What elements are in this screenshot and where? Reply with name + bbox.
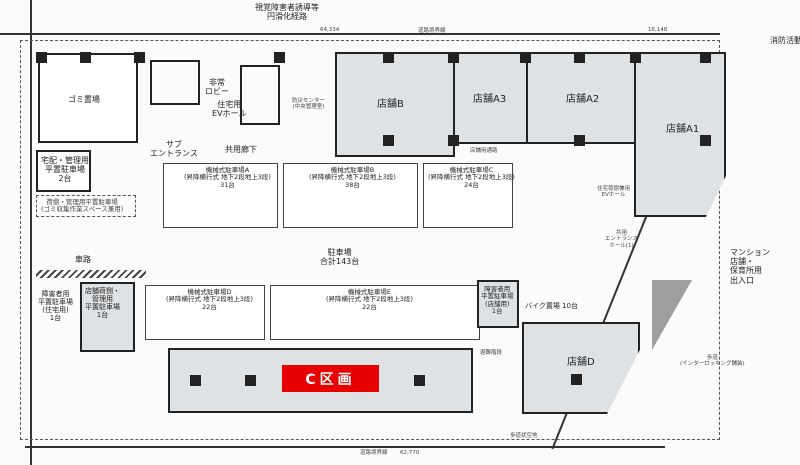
column <box>571 374 582 385</box>
mech-parking-e[interactable]: 機械式駐車場E(昇降横行式 地下2段地上3段)22台 <box>270 285 480 340</box>
mech-parking-a[interactable]: 機械式駐車場A(昇降横行式 地下2段地上3段)31台 <box>163 163 278 228</box>
entrance-label: マンション 店舗・ 保育所用 出入口 <box>730 248 770 285</box>
shop-a1-label: 店舗A1 <box>666 124 700 135</box>
disaster-center: 防災センター (中央管理室) <box>292 98 326 111</box>
mech-e-type: (昇降横行式 地下2段地上3段) <box>326 295 413 304</box>
column <box>700 52 711 63</box>
mech-c-count: 24台 <box>464 180 479 189</box>
mech-a-name: 機械式駐車場A <box>205 166 250 174</box>
column <box>80 52 91 63</box>
column <box>383 135 394 146</box>
column <box>700 135 711 146</box>
mech-parking-b[interactable]: 機械式駐車場B(昇降横行式 地下2段地上3段)38台 <box>283 163 418 228</box>
shop-loading-parking[interactable]: 店舗荷捌・ 管理用 平置駐車場 1台 <box>80 282 135 352</box>
road-boundary-bottom <box>25 446 665 448</box>
column <box>245 375 256 386</box>
column <box>630 52 641 63</box>
sidewalk-label: 歩道 (インターロッキング舗装) <box>680 355 745 368</box>
bike-parking[interactable]: バイク置場 10台 <box>525 302 578 310</box>
sidewalk-space: 歩道状空地 <box>510 433 538 439</box>
mech-e-name: 機械式駐車場E <box>347 288 392 296</box>
accessible-res-parking[interactable]: 障害者用 平置駐車場 (住宅用) 1台 <box>38 290 73 323</box>
shop-a3[interactable]: 店舗A3 <box>453 52 528 144</box>
loading-parking-label: 荷捌・管理用平置駐車場 (ゴミ収集作業スペース兼用) <box>41 198 124 214</box>
accessible-shop-parking[interactable]: 障害者用 平置駐車場 (店舗用) 1台 <box>477 280 519 328</box>
ev-hall: 住宅用 EVホール <box>212 100 247 119</box>
mech-d-type: (昇降横行式 地下2段地上3段) <box>166 295 253 304</box>
column <box>36 52 47 63</box>
sub-entrance: サブ エントランス <box>150 140 198 159</box>
shop-loading-label: 店舗荷捌・ 管理用 平置駐車場 1台 <box>85 287 120 320</box>
column <box>448 135 459 146</box>
driveway-hatch <box>36 270 146 278</box>
dim-top: 64,334 <box>320 27 340 33</box>
emergency-lobby: 非常 ロビー <box>205 78 229 97</box>
column <box>190 375 201 386</box>
mech-e-count: 22台 <box>362 302 377 311</box>
mech-b-type: (昇降横行式 地下2段地上3段) <box>309 173 396 182</box>
road-boundary-left <box>30 0 32 465</box>
garbage-label: ゴミ置場 <box>68 95 100 104</box>
mech-b-count: 38台 <box>345 180 360 189</box>
garbage-room[interactable]: ゴミ置場 <box>38 53 138 143</box>
mech-b-name: 機械式駐車場B <box>330 166 375 174</box>
mech-c-name: 機械式駐車場C <box>449 166 494 174</box>
bottom-boundary: 道路境界線 <box>360 450 388 456</box>
corridor: 共用廊下 <box>225 145 257 154</box>
mech-a-count: 31台 <box>220 180 235 189</box>
site-line <box>20 40 720 440</box>
mech-c-type: (昇降横行式 地下2段地上3段) <box>428 173 515 182</box>
emergency-ev <box>150 60 200 105</box>
ev-shafts <box>240 65 280 125</box>
shop-b[interactable]: 店舗B <box>335 52 455 157</box>
road-boundary-top <box>0 33 720 35</box>
dim-top-right: 16,148 <box>648 27 668 33</box>
column <box>520 52 531 63</box>
column <box>414 375 425 386</box>
column <box>574 135 585 146</box>
mech-parking-d[interactable]: 機械式駐車場D(昇降横行式 地下2段地上3段)22台 <box>145 285 265 340</box>
res-ev-hall: 住宅荷捌兼用 EVホール <box>597 186 631 199</box>
boundary-label: 道路境界線 <box>418 28 446 34</box>
delivery-parking-label: 宅配・管理用 平置駐車場 2台 <box>41 156 89 184</box>
parking-total: 駐車場 合計143台 <box>320 248 360 267</box>
shop-d-label: 店舗D <box>567 357 595 368</box>
shop-a1[interactable]: 店舗A1 <box>634 52 726 217</box>
stairs: 避難階段 <box>480 350 503 356</box>
column <box>448 52 459 63</box>
loading-parking[interactable]: 荷捌・管理用平置駐車場 (ゴミ収集作業スペース兼用) <box>36 195 136 217</box>
accessible-shop-label: 障害者用 平置駐車場 (店舗用) 1台 <box>481 285 514 316</box>
delivery-parking[interactable]: 宅配・管理用 平置駐車場 2台 <box>36 150 91 192</box>
mech-parking-c[interactable]: 機械式駐車場C(昇降横行式 地下2段地上3段)24台 <box>423 163 515 228</box>
column <box>274 52 285 63</box>
shop-b-label: 店舗B <box>377 99 404 110</box>
column <box>574 52 585 63</box>
column <box>383 52 394 63</box>
shop-a3-label: 店舗A3 <box>473 94 507 105</box>
column <box>134 52 145 63</box>
route-label: 視覚障害者誘導等 円滑化経路 <box>255 3 319 22</box>
entrance-hall: 共用 エントランス ホール(1) <box>605 230 638 249</box>
mech-d-count: 22台 <box>202 302 217 311</box>
bottom-dim: 62,770 <box>400 450 420 456</box>
shop-a2-label: 店舗A2 <box>566 94 600 105</box>
driveway: 車路 <box>75 255 91 264</box>
mech-d-name: 機械式駐車場D <box>187 288 232 296</box>
mech-a-type: (昇降横行式 地下2段地上3段) <box>184 173 271 182</box>
c-block-label: C区画 <box>282 365 379 392</box>
fire-label: 消防活動 <box>770 36 800 45</box>
shop-a2[interactable]: 店舗A2 <box>526 52 636 144</box>
shop-passage: 店舗用通路 <box>470 148 498 154</box>
